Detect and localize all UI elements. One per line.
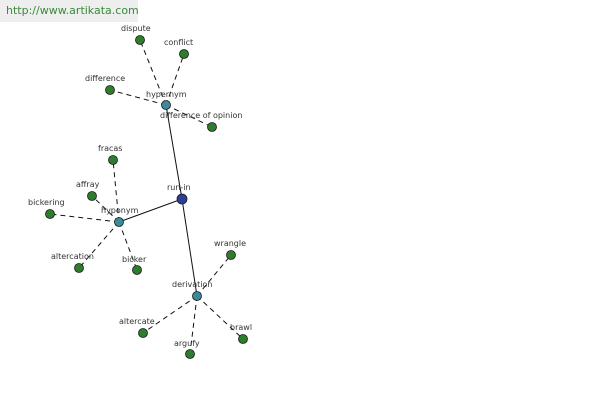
node-wrangle[interactable] bbox=[226, 250, 236, 260]
node-label-difference-of-opinion[interactable]: difference of opinion bbox=[160, 111, 242, 120]
edge-run-in-to-hyponym bbox=[118, 198, 183, 223]
node-fracas[interactable] bbox=[108, 155, 118, 165]
node-dispute[interactable] bbox=[135, 35, 145, 45]
edge-derivation-to-altercate bbox=[142, 295, 198, 334]
node-label-derivation[interactable]: derivation bbox=[172, 280, 212, 289]
nodes-layer bbox=[45, 35, 248, 359]
edge-hyponym-to-altercation bbox=[78, 221, 120, 269]
node-label-run-in[interactable]: run-in bbox=[167, 183, 191, 192]
node-label-fracas[interactable]: fracas bbox=[98, 144, 122, 153]
edge-hyponym-to-fracas bbox=[112, 159, 120, 223]
node-label-altercation[interactable]: altercation bbox=[51, 252, 94, 261]
node-argufy[interactable] bbox=[185, 349, 195, 359]
node-difference-of-opinion[interactable] bbox=[207, 122, 217, 132]
edge-hypernym-to-difference bbox=[109, 89, 167, 106]
site-url-banner[interactable]: http://www.artikata.com bbox=[0, 0, 139, 22]
node-label-bickering[interactable]: bickering bbox=[28, 198, 65, 207]
node-conflict[interactable] bbox=[179, 49, 189, 59]
labels-layer: run-in hypernym hyponym derivation dispute co… bbox=[28, 24, 252, 348]
node-affray[interactable] bbox=[87, 191, 97, 201]
node-hypernym[interactable] bbox=[161, 100, 171, 110]
node-difference[interactable] bbox=[105, 85, 115, 95]
edge-derivation-to-wrangle bbox=[196, 254, 232, 297]
node-altercation[interactable] bbox=[74, 263, 84, 273]
node-label-affray[interactable]: affray bbox=[76, 180, 100, 189]
edge-hyponym-to-affray bbox=[91, 195, 120, 223]
node-label-bicker[interactable]: bicker bbox=[122, 255, 147, 264]
node-label-argufy[interactable]: argufy bbox=[174, 339, 200, 348]
node-label-dispute[interactable]: dispute bbox=[121, 24, 151, 33]
edge-run-in-to-hypernym bbox=[165, 104, 183, 200]
node-label-hypernym[interactable]: hypernym bbox=[146, 90, 187, 99]
edge-hypernym-to-conflict bbox=[165, 53, 185, 106]
node-altercate[interactable] bbox=[138, 328, 148, 338]
node-label-altercate[interactable]: altercate bbox=[119, 317, 155, 326]
edge-derivation-to-brawl bbox=[196, 295, 244, 340]
node-label-conflict[interactable]: conflict bbox=[164, 38, 193, 47]
node-label-wrangle[interactable]: wrangle bbox=[214, 239, 246, 248]
node-label-hyponym[interactable]: hyponym bbox=[101, 206, 139, 215]
node-label-brawl[interactable]: brawl bbox=[230, 323, 252, 332]
node-bicker[interactable] bbox=[132, 265, 142, 275]
node-bickering[interactable] bbox=[45, 209, 55, 219]
edge-hyponym-to-bickering bbox=[49, 213, 120, 223]
node-label-difference[interactable]: difference bbox=[85, 74, 125, 83]
edge-hypernym-to-dispute bbox=[139, 39, 167, 106]
node-hyponym[interactable] bbox=[114, 217, 124, 227]
node-brawl[interactable] bbox=[238, 334, 248, 344]
edge-run-in-to-derivation bbox=[181, 198, 198, 297]
node-run-in[interactable] bbox=[176, 193, 188, 205]
edges-layer bbox=[49, 39, 244, 355]
node-derivation[interactable] bbox=[192, 291, 202, 301]
edge-derivation-to-argufy bbox=[189, 295, 198, 355]
